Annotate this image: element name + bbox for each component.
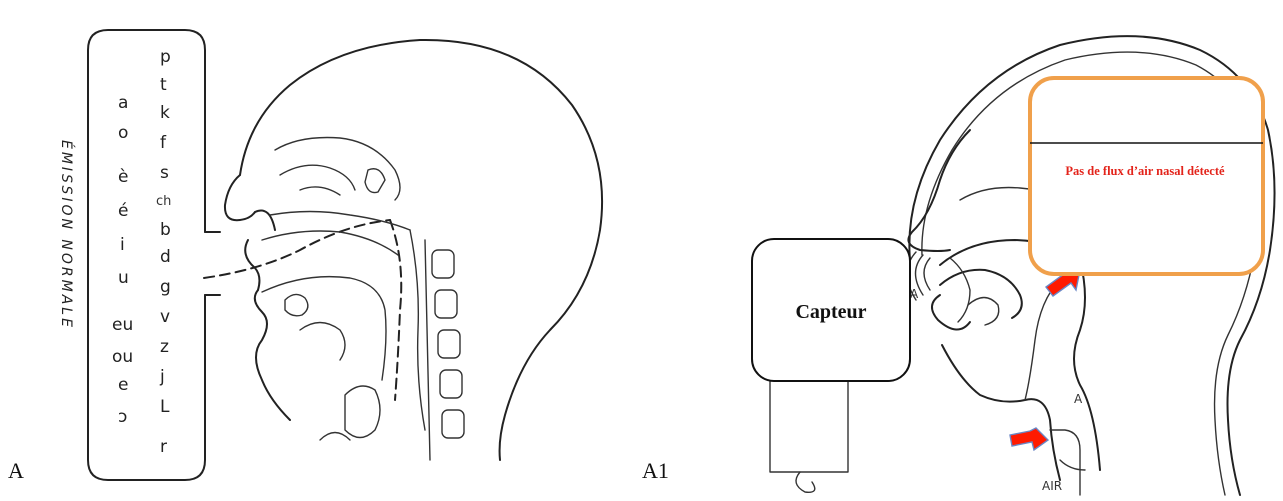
consonant: z [160,337,169,357]
vertebra [438,330,460,358]
consonant: g [160,277,171,297]
vowel: e [118,375,128,395]
vowel: eu [112,315,133,335]
svg-text:A: A [910,287,919,301]
phoneme-bracket [88,30,205,480]
panel-a-normal-emission: ÉMISSION NORMALE a o è é i u eu ou e ɔ p… [0,0,640,501]
consonant: k [160,103,170,123]
consonant: ch [156,194,171,209]
vowel: a [118,93,128,113]
sensor-housing [770,372,848,472]
vowel: u [118,268,129,288]
consonant: f [160,133,167,153]
vertebra [442,410,464,438]
consonant: b [160,220,171,240]
panel-label-a1: A1 [642,458,669,483]
air-label: AIR [1042,479,1062,493]
vertebra [435,290,457,318]
head-sagittal-diagram-a: ÉMISSION NORMALE a o è é i u eu ou e ɔ p… [0,0,640,501]
consonant: r [160,437,167,457]
vowel: è [118,167,128,187]
consonant: L [160,397,170,417]
consonant: t [160,75,167,95]
vowel: ou [112,347,133,367]
vertebra [432,250,454,278]
consonant: v [160,307,170,327]
vertebra [440,370,462,398]
vowel: é [118,201,128,221]
vowel: i [120,235,125,255]
consonant: j [159,367,165,387]
panel-label-a: A [8,458,24,483]
emission-normale-title: ÉMISSION NORMALE [58,140,75,330]
consonant: p [160,47,171,67]
airflow-dashed-line [204,220,390,278]
consonant: d [160,247,171,267]
sensor-label: Capteur [795,301,866,323]
panel-a1-sensor: A A AIR Capteur Pas de flux d’air nasal … [640,0,1283,501]
svg-text:A: A [1074,392,1083,406]
consonant: s [160,163,169,183]
vowel: o [118,123,128,143]
vowel: ɔ [118,407,127,427]
red-arrow-icon [1010,428,1048,450]
head-sagittal-diagram-a1: A A AIR Capteur Pas de flux d’air nasal … [640,0,1283,501]
head-outline [240,40,602,460]
nasal-flow-note-text: Pas de flux d’air nasal détecté [1065,164,1225,178]
